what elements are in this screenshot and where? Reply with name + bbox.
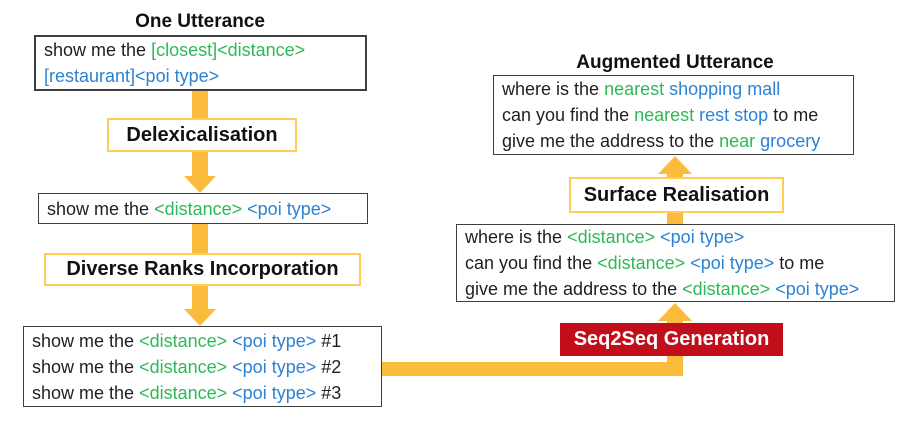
utterance-line: where is the <distance> <poi type> — [465, 224, 886, 250]
text-segment: to me — [774, 253, 825, 273]
text-segment: <distance> — [597, 253, 686, 273]
utterance-line: can you find the <distance> <poi type> t… — [465, 250, 886, 276]
arrow-surface-head-icon — [658, 156, 692, 174]
arrow-diverse-head-icon — [184, 309, 216, 326]
utterance-line: where is the nearest shopping mall — [502, 76, 845, 102]
text-segment: #1 — [316, 330, 342, 351]
utterance-line: show me the <distance> <poi type> — [47, 196, 359, 222]
generated-utterances-box: where is the <distance> <poi type>can yo… — [456, 224, 895, 302]
text-segment: <poi type> — [660, 227, 745, 247]
seq2seq-generation-step-label: Seq2Seq Generation — [560, 323, 783, 356]
text-segment: shopping mall — [669, 79, 781, 99]
text-segment: rest stop — [699, 105, 769, 125]
utterance-line: show me the <distance> <poi type> #2 — [32, 354, 373, 380]
utterance-line: can you find the nearest rest stop to me — [502, 102, 845, 128]
text-segment: <distance> — [139, 330, 228, 351]
text-segment: show me the — [32, 382, 140, 403]
text-segment: can you find the — [502, 105, 635, 125]
seq2seq-generation-step-text: Seq2Seq Generation — [573, 328, 770, 350]
arrow-seq2seq-horizontal-shaft-icon — [381, 362, 683, 376]
surface-realisation-step-text: Surface Realisation — [583, 183, 770, 206]
text-segment: <distance> — [682, 279, 771, 299]
text-segment: show me the — [32, 356, 140, 377]
text-segment: <poi type> — [247, 198, 332, 219]
arrow-delex-head-icon — [184, 176, 216, 193]
text-segment: show me the — [47, 198, 155, 219]
text-segment: nearest — [634, 105, 695, 125]
delexicalisation-step-label: Delexicalisation — [107, 118, 297, 152]
text-segment: <poi type> — [232, 356, 317, 377]
text-segment: <distance> — [567, 227, 656, 247]
text-segment: where is the — [465, 227, 568, 247]
one-utterance-title: One Utterance — [135, 11, 265, 32]
text-segment: <poi type> — [232, 382, 317, 403]
one-utterance-box: show me the [closest]<distance> [restaura… — [34, 35, 367, 91]
text-segment: <poi type> — [690, 253, 775, 273]
text-segment: <distance> — [154, 198, 243, 219]
text-segment: #2 — [316, 356, 342, 377]
text-segment: <poi type> — [232, 330, 317, 351]
augmented-utterance-title: Augmented Utterance — [576, 52, 774, 73]
text-segment: can you find the — [465, 253, 598, 273]
utterance-line: show me the <distance> <poi type> #1 — [32, 328, 373, 354]
text-segment: nearest — [604, 79, 665, 99]
utterance-line: give me the address to the near grocery — [502, 128, 845, 154]
utterance-line: [restaurant]<poi type> — [44, 63, 357, 89]
text-segment: [restaurant]<poi type> — [44, 66, 220, 86]
text-segment: <poi type> — [775, 279, 860, 299]
diverse-ranks-step-label: Diverse Ranks Incorporation — [44, 253, 361, 286]
utterance-line: show me the [closest]<distance> — [44, 37, 357, 63]
text-segment: show me the — [32, 330, 140, 351]
text-segment: [closest]<distance> — [151, 40, 306, 60]
text-segment: give me the address to the — [502, 131, 720, 151]
text-segment: <distance> — [139, 382, 228, 403]
text-segment: show me the — [44, 40, 152, 60]
text-segment: give me the address to the — [465, 279, 683, 299]
arrow-seq2seq-head-icon — [658, 303, 692, 321]
delexicalised-utterance-box: show me the <distance> <poi type> — [38, 193, 368, 224]
text-segment: grocery — [760, 131, 821, 151]
utterance-line: show me the <distance> <poi type> #3 — [32, 380, 373, 406]
text-segment: near — [719, 131, 756, 151]
text-segment: #3 — [316, 382, 342, 403]
text-segment: where is the — [502, 79, 605, 99]
text-segment: to me — [768, 105, 819, 125]
delexicalisation-step-text: Delexicalisation — [126, 123, 278, 146]
diverse-ranks-step-text: Diverse Ranks Incorporation — [66, 258, 339, 280]
surface-realisation-step-label: Surface Realisation — [569, 177, 784, 213]
utterance-line: give me the address to the <distance> <p… — [465, 276, 886, 302]
text-segment: <distance> — [139, 356, 228, 377]
